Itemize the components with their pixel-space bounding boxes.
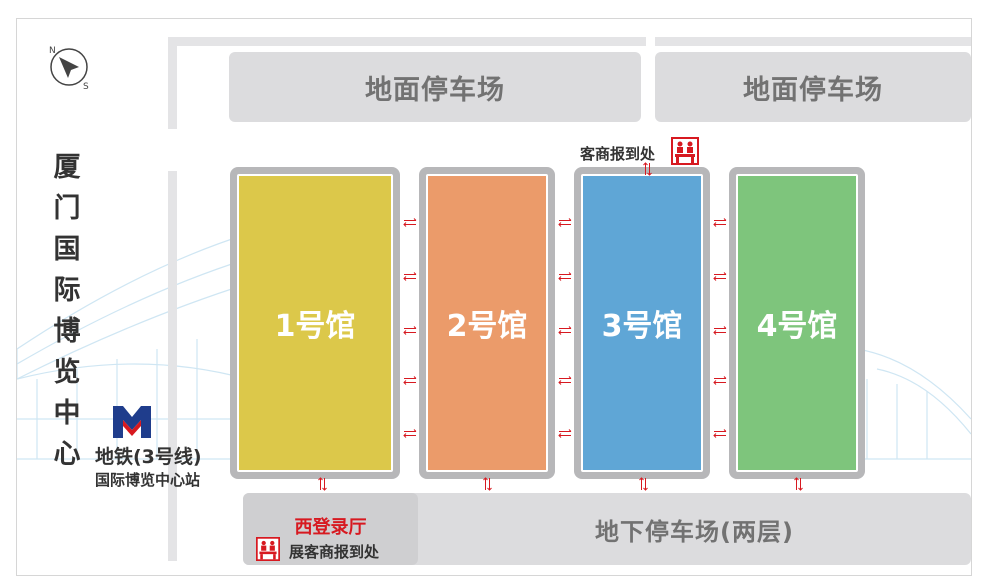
passage-arrow-icon — [558, 272, 572, 281]
hall-3-block: 3号馆 — [574, 167, 710, 479]
road-top-right — [655, 37, 971, 46]
venue-title-char: 际 — [53, 275, 81, 306]
hall-1-block: 1号馆 — [230, 167, 400, 479]
passage-arrow-icon — [713, 429, 727, 438]
hall-2[interactable]: 2号馆 — [426, 174, 548, 472]
passage-arrow-icon — [403, 429, 417, 438]
top-checkin-label: 客商报到处 — [580, 145, 656, 163]
parking-top-left-label: 地面停车场 — [365, 74, 505, 106]
hall-4[interactable]: 4号馆 — [736, 174, 858, 472]
entrance-arrow-icon — [639, 477, 648, 491]
compass-north: N — [49, 46, 56, 56]
passage-arrow-icon — [713, 326, 727, 335]
passage-arrow-icon — [558, 218, 572, 227]
road-left-upper — [168, 37, 177, 129]
entrance-arrow-icon — [643, 162, 652, 176]
passage-arrow-icon — [403, 326, 417, 335]
compass-icon: N S — [49, 46, 89, 91]
metro-line-label: 地铁(3号线) — [95, 446, 202, 468]
hall-2-block: 2号馆 — [419, 167, 555, 479]
hall-4-label: 4号馆 — [756, 309, 838, 344]
hall-4-block: 4号馆 — [729, 167, 865, 479]
passage-arrow-icon — [403, 376, 417, 385]
passage-arrow-icon — [713, 218, 727, 227]
venue-map: N S 地面停车场 地面停车场 厦 门 国 际 博 览 中 心 客商报到处 1号… — [16, 18, 972, 576]
hall-1-label: 1号馆 — [274, 309, 356, 344]
hall-2-label: 2号馆 — [446, 309, 528, 344]
checkin-desk-icon — [256, 537, 280, 561]
venue-title: 厦 门 国 际 博 览 中 心 — [49, 147, 85, 475]
venue-title-char: 门 — [53, 193, 81, 224]
passage-arrow-icon — [558, 376, 572, 385]
passage-arrow-icon — [558, 326, 572, 335]
venue-title-char: 国 — [53, 234, 81, 265]
parking-top-right-label: 地面停车场 — [743, 74, 883, 106]
parking-underground-label: 地下停车场(两层) — [595, 517, 794, 546]
passage-arrow-icon — [558, 429, 572, 438]
west-lobby[interactable]: 西登录厅 — [243, 493, 418, 565]
venue-title-char: 心 — [53, 439, 81, 470]
west-lobby-checkin-label: 展客商报到处 — [289, 543, 380, 561]
road-top-left — [168, 37, 646, 46]
parking-top-right: 地面停车场 — [655, 52, 971, 122]
entrance-arrow-icon — [483, 477, 492, 491]
metro-logo-icon — [113, 406, 151, 438]
venue-title-char: 中 — [53, 398, 81, 429]
hall-3-label: 3号馆 — [601, 309, 683, 344]
checkin-desk-icon — [671, 137, 699, 165]
entrance-arrow-icon — [318, 477, 327, 491]
venue-title-char: 博 — [53, 316, 81, 347]
parking-top-left: 地面停车场 — [229, 52, 641, 122]
passage-arrow-icon — [713, 376, 727, 385]
hall-3[interactable]: 3号馆 — [581, 174, 703, 472]
passage-arrow-icon — [713, 272, 727, 281]
west-lobby-label: 西登录厅 — [294, 517, 367, 538]
passage-arrow-icon — [403, 272, 417, 281]
road-left-lower — [168, 171, 177, 561]
venue-title-char: 厦 — [53, 152, 81, 183]
hall-1[interactable]: 1号馆 — [237, 174, 393, 472]
compass-south: S — [83, 82, 89, 91]
metro-station-label: 国际博览中心站 — [95, 471, 201, 489]
venue-title-char: 览 — [53, 357, 81, 388]
entrance-arrow-icon — [794, 477, 803, 491]
passage-arrow-icon — [403, 218, 417, 227]
